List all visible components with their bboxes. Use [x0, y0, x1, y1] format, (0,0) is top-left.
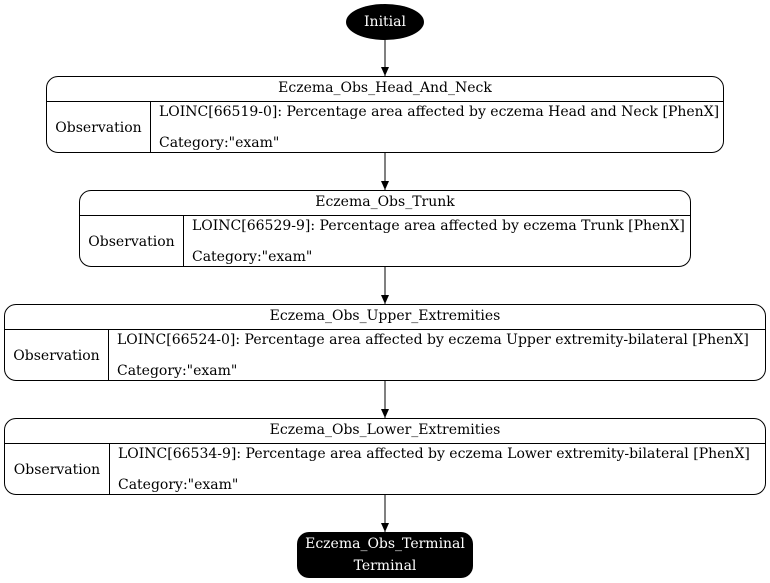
- state-type: Observation: [5, 444, 110, 494]
- state-head-and-neck: Eczema_Obs_Head_And_Neck Observation LOI…: [46, 76, 724, 153]
- state-detail: LOINC[66524-0]: Percentage area affected…: [109, 330, 749, 380]
- initial-node-label: Initial: [364, 14, 406, 30]
- state-type: Observation: [80, 216, 184, 266]
- state-title: Eczema_Obs_Trunk: [80, 191, 690, 216]
- state-title: Eczema_Obs_Head_And_Neck: [47, 77, 723, 102]
- state-code: LOINC[66524-0]: Percentage area affected…: [117, 332, 749, 348]
- state-trunk: Eczema_Obs_Trunk Observation LOINC[66529…: [79, 190, 691, 267]
- terminal-node: Eczema_Obs_Terminal Terminal: [297, 532, 473, 578]
- state-code: LOINC[66534-9]: Percentage area affected…: [118, 446, 750, 462]
- state-code: LOINC[66519-0]: Percentage area affected…: [159, 104, 720, 120]
- state-detail: LOINC[66519-0]: Percentage area affected…: [151, 102, 720, 152]
- state-type: Observation: [47, 102, 151, 152]
- terminal-node-name: Eczema_Obs_Terminal: [305, 536, 465, 552]
- state-category: Category:"exam": [118, 477, 239, 493]
- state-title: Eczema_Obs_Upper_Extremities: [5, 305, 765, 330]
- state-category: Category:"exam": [192, 249, 313, 265]
- state-type: Observation: [5, 330, 109, 380]
- state-category: Category:"exam": [117, 363, 238, 379]
- state-category: Category:"exam": [159, 135, 280, 151]
- state-detail: LOINC[66529-9]: Percentage area affected…: [184, 216, 685, 266]
- state-detail: LOINC[66534-9]: Percentage area affected…: [110, 444, 750, 494]
- state-lower-extremities: Eczema_Obs_Lower_Extremities Observation…: [4, 418, 766, 495]
- terminal-node-type: Terminal: [353, 558, 417, 574]
- initial-node: Initial: [346, 4, 424, 40]
- state-upper-extremities: Eczema_Obs_Upper_Extremities Observation…: [4, 304, 766, 381]
- state-code: LOINC[66529-9]: Percentage area affected…: [192, 218, 685, 234]
- state-title: Eczema_Obs_Lower_Extremities: [5, 419, 765, 444]
